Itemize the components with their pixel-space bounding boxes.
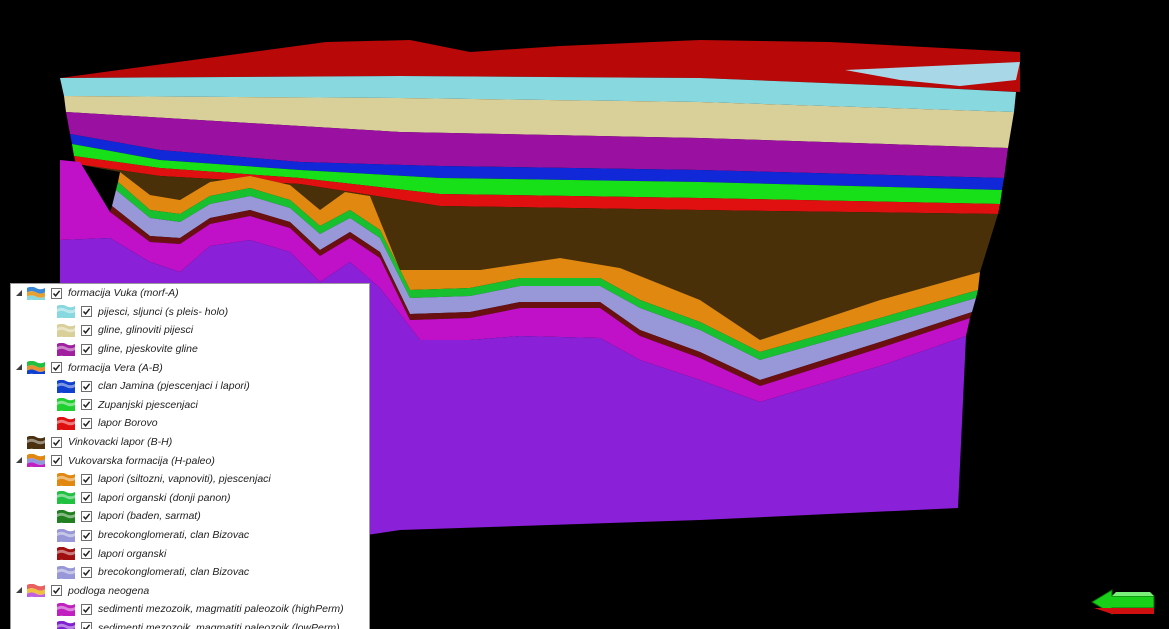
layer-visibility-checkbox[interactable]: [81, 548, 92, 560]
layer-brown-vinkovci: [76, 164, 998, 340]
top-red-surface: [60, 40, 1020, 92]
layer-tree-item[interactable]: sedimenti mezozoik, magmatiti paleozoik …: [11, 600, 369, 619]
layer-tree-item[interactable]: lapori (baden, sarmat): [11, 507, 369, 526]
layer-label: brecokonglomerati, clan Bizovac: [98, 566, 250, 579]
layer-visibility-checkbox[interactable]: [81, 324, 92, 336]
expand-triangle-icon[interactable]: [15, 363, 23, 373]
top-cyan-patch: [845, 62, 1020, 86]
layer-tree-item[interactable]: lapori (siltozni, vapnoviti), pjescenjac…: [11, 470, 369, 489]
navigation-arrow-icon[interactable]: [1090, 588, 1156, 616]
layer-orange-lapori: [118, 172, 980, 352]
layer-tree-item[interactable]: brecokonglomerati, clan Bizovac: [11, 526, 369, 545]
layer-color-swatch-icon: [57, 305, 75, 319]
layer-color-swatch-icon: [27, 435, 45, 449]
layer-color-swatch-icon: [57, 398, 75, 412]
layer-color-swatch-icon: [57, 472, 75, 486]
layer-tree-item[interactable]: formacija Vuka (morf-A): [11, 284, 369, 303]
layer-color-swatch-icon: [57, 342, 75, 356]
layer-visibility-checkbox[interactable]: [81, 417, 92, 429]
layer-tree-item[interactable]: pijesci, sljunci (s pleis- holo): [11, 303, 369, 322]
layer-color-swatch-icon: [27, 361, 45, 375]
layer-label: lapori (baden, sarmat): [98, 510, 201, 523]
layer-visibility-checkbox[interactable]: [81, 399, 92, 411]
layer-visibility-checkbox[interactable]: [51, 362, 62, 374]
layer-visibility-checkbox[interactable]: [51, 287, 62, 299]
layer-visibility-checkbox[interactable]: [81, 622, 92, 629]
layer-label: lapori (siltozni, vapnoviti), pjescenjac…: [98, 473, 271, 486]
layer-visibility-checkbox[interactable]: [81, 510, 92, 522]
layer-color-swatch-icon: [57, 602, 75, 616]
layer-label: gline, pjeskovite gline: [98, 343, 198, 356]
layer-visibility-checkbox[interactable]: [81, 380, 92, 392]
layer-label: sedimenti mezozoik, magmatiti paleozoik …: [98, 621, 340, 629]
layer-color-swatch-icon: [57, 323, 75, 337]
layer-darkred-organic: [110, 206, 972, 386]
layer-tree-item[interactable]: lapori organski: [11, 544, 369, 563]
expand-triangle-icon[interactable]: [15, 456, 23, 466]
layer-label: gline, glinoviti pijesci: [98, 324, 194, 337]
layer-visibility-checkbox[interactable]: [81, 306, 92, 318]
layer-color-swatch-icon: [57, 509, 75, 523]
layer-label: lapor Borovo: [98, 417, 158, 430]
layer-label: formacija Vera (A-B): [68, 361, 163, 374]
layer-label: Vukovarska formacija (H-paleo): [68, 454, 215, 467]
layer-green-organic: [116, 182, 978, 360]
expand-triangle-icon[interactable]: [15, 288, 23, 298]
layer-color-swatch-icon: [57, 528, 75, 542]
layer-color-swatch-icon: [27, 286, 45, 300]
layer-visibility-checkbox[interactable]: [51, 455, 62, 467]
layer-khaki-clay: [64, 96, 1014, 148]
layer-label: brecokonglomerati, clan Bizovac: [98, 529, 250, 542]
layer-label: sedimenti mezozoik, magmatiti paleozoik …: [98, 603, 344, 616]
layer-visibility-checkbox[interactable]: [81, 492, 92, 504]
layer-green-zupanja: [72, 144, 1002, 204]
layer-color-swatch-icon: [27, 584, 45, 598]
layer-label: Zupanjski pjescenjaci: [98, 398, 198, 411]
layer-visibility-checkbox[interactable]: [81, 566, 92, 578]
layer-tree-item[interactable]: lapor Borovo: [11, 414, 369, 433]
layer-label: formacija Vuka (morf-A): [68, 287, 179, 300]
layer-tree-item[interactable]: lapori organski (donji panon): [11, 489, 369, 508]
layer-visibility-checkbox[interactable]: [51, 436, 62, 448]
layer-red-borovo: [74, 156, 1000, 214]
layer-tree-item[interactable]: Zupanjski pjescenjaci: [11, 396, 369, 415]
expand-triangle-icon[interactable]: [15, 586, 23, 596]
layer-tree-item[interactable]: gline, pjeskovite gline: [11, 340, 369, 359]
layer-color-swatch-icon: [57, 379, 75, 393]
layer-tree-item[interactable]: Vinkovacki lapor (B-H): [11, 433, 369, 452]
layer-color-swatch-icon: [27, 454, 45, 468]
layer-tree-item[interactable]: Vukovarska formacija (H-paleo): [11, 451, 369, 470]
layer-label: podloga neogena: [68, 584, 150, 597]
layer-tree-item[interactable]: gline, glinoviti pijesci: [11, 321, 369, 340]
layer-visibility-checkbox[interactable]: [51, 585, 62, 597]
layer-tree-item[interactable]: clan Jamina (pjescenjaci i lapori): [11, 377, 369, 396]
layer-label: lapori organski: [98, 547, 167, 560]
layer-color-swatch-icon: [57, 491, 75, 505]
layer-label: Vinkovacki lapor (B-H): [68, 436, 173, 449]
layer-purple-clay: [66, 112, 1008, 178]
layer-color-swatch-icon: [57, 416, 75, 430]
layer-visibility-checkbox[interactable]: [81, 343, 92, 355]
layer-color-swatch-icon: [57, 565, 75, 579]
layer-label: clan Jamina (pjescenjaci i lapori): [98, 380, 250, 393]
layer-tree-item[interactable]: sedimenti mezozoik, magmatiti paleozoik …: [11, 619, 369, 629]
layer-tree-item[interactable]: podloga neogena: [11, 582, 369, 601]
layer-cyan-sand: [60, 76, 1016, 112]
layer-label: pijesci, sljunci (s pleis- holo): [98, 305, 229, 318]
layer-color-swatch-icon: [57, 547, 75, 561]
layer-visibility-checkbox[interactable]: [81, 529, 92, 541]
layer-blue-jamina: [70, 134, 1004, 190]
layer-lavender-breccia: [112, 190, 976, 380]
layer-tree-item[interactable]: formacija Vera (A-B): [11, 358, 369, 377]
layer-visibility-checkbox[interactable]: [81, 603, 92, 615]
layer-label: lapori organski (donji panon): [98, 491, 231, 504]
layer-visibility-checkbox[interactable]: [81, 473, 92, 485]
layers-tree-panel[interactable]: formacija Vuka (morf-A) pijesci, sljunci …: [10, 283, 370, 629]
layer-tree-item[interactable]: brecokonglomerati, clan Bizovac: [11, 563, 369, 582]
